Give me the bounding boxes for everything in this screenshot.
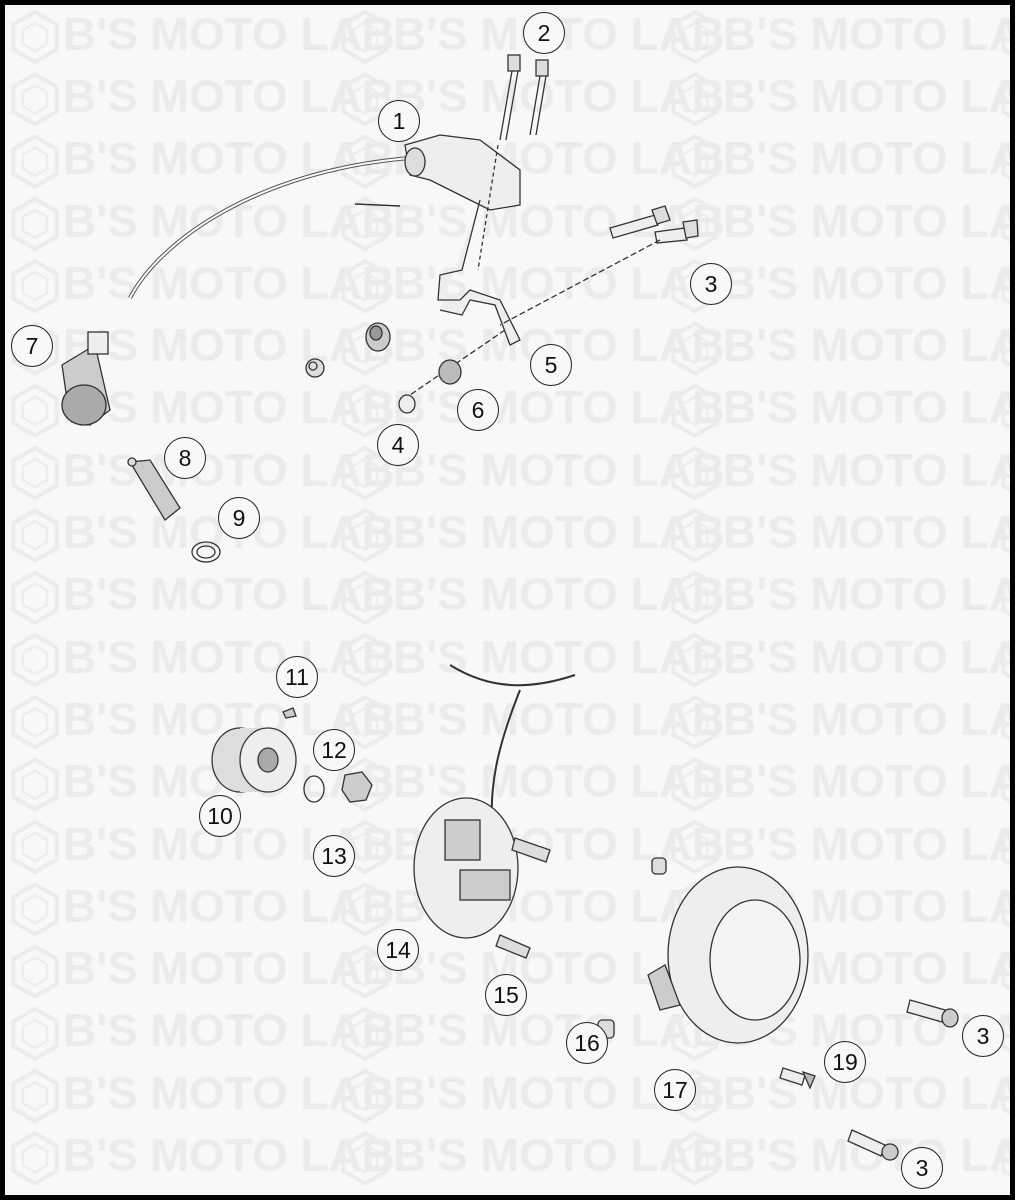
callout-3-cover[interactable]: 3 <box>962 1015 1004 1057</box>
spark-plug <box>127 457 181 521</box>
dowel <box>651 857 667 875</box>
parts-diagram: 1 2 3 5 6 4 7 8 9 11 12 10 13 14 15 16 1… <box>5 5 1010 1195</box>
ignition-cable-inner <box>129 157 411 299</box>
sealing-ring <box>191 541 221 563</box>
callout-11[interactable]: 11 <box>276 656 318 698</box>
stator-screw <box>511 837 551 863</box>
pickup-coil <box>459 869 511 901</box>
sealing-ring-inner <box>196 545 216 559</box>
cover-bolt <box>906 999 959 1028</box>
rubber-grommet <box>365 322 391 352</box>
callout-7[interactable]: 7 <box>11 325 53 367</box>
ignition-cover <box>647 866 809 1044</box>
callout-13[interactable]: 13 <box>313 835 355 877</box>
callout-6[interactable]: 6 <box>457 389 499 431</box>
stator-cable <box>449 664 576 821</box>
callout-12[interactable]: 12 <box>313 729 355 771</box>
callout-5[interactable]: 5 <box>530 344 572 386</box>
parts-drawing <box>61 54 959 1161</box>
callout-3-bottom[interactable]: 3 <box>901 1147 943 1189</box>
bolt-19 <box>779 1067 816 1090</box>
assembly-line <box>477 144 499 271</box>
callout-10[interactable]: 10 <box>199 795 241 837</box>
washer <box>303 775 325 803</box>
assembly-line <box>499 239 661 326</box>
callout-14[interactable]: 14 <box>377 929 419 971</box>
callout-19[interactable]: 19 <box>824 1041 866 1083</box>
screw-4 <box>398 394 416 414</box>
callout-15[interactable]: 15 <box>485 974 527 1016</box>
bolt-2 <box>499 54 521 141</box>
coil-bracket <box>437 199 521 346</box>
woodruff-key <box>282 707 297 719</box>
ignition-cable <box>128 156 411 299</box>
callout-3[interactable]: 3 <box>690 263 732 305</box>
bolt-top <box>609 205 671 239</box>
small-grommet <box>305 358 325 378</box>
cover-bolt-bottom <box>847 1129 899 1161</box>
callout-1[interactable]: 1 <box>378 100 420 142</box>
callout-16[interactable]: 16 <box>566 1022 608 1064</box>
callout-4[interactable]: 4 <box>377 424 419 466</box>
callout-9[interactable]: 9 <box>218 497 260 539</box>
callout-2[interactable]: 2 <box>523 12 565 54</box>
rotor <box>211 727 297 793</box>
stator-coil <box>444 819 481 861</box>
spacer-6 <box>438 359 462 385</box>
ignition-coil <box>404 134 521 211</box>
bolt-2-second <box>529 59 549 136</box>
nut <box>341 771 373 803</box>
callout-8[interactable]: 8 <box>164 437 206 479</box>
stator-screw-15 <box>495 934 531 959</box>
bolt-3 <box>654 219 699 244</box>
stator <box>413 797 519 939</box>
spark-plug-cap <box>61 331 111 426</box>
callout-17[interactable]: 17 <box>654 1069 696 1111</box>
coil-ground-wire <box>354 203 401 207</box>
coil-boot <box>404 147 426 177</box>
